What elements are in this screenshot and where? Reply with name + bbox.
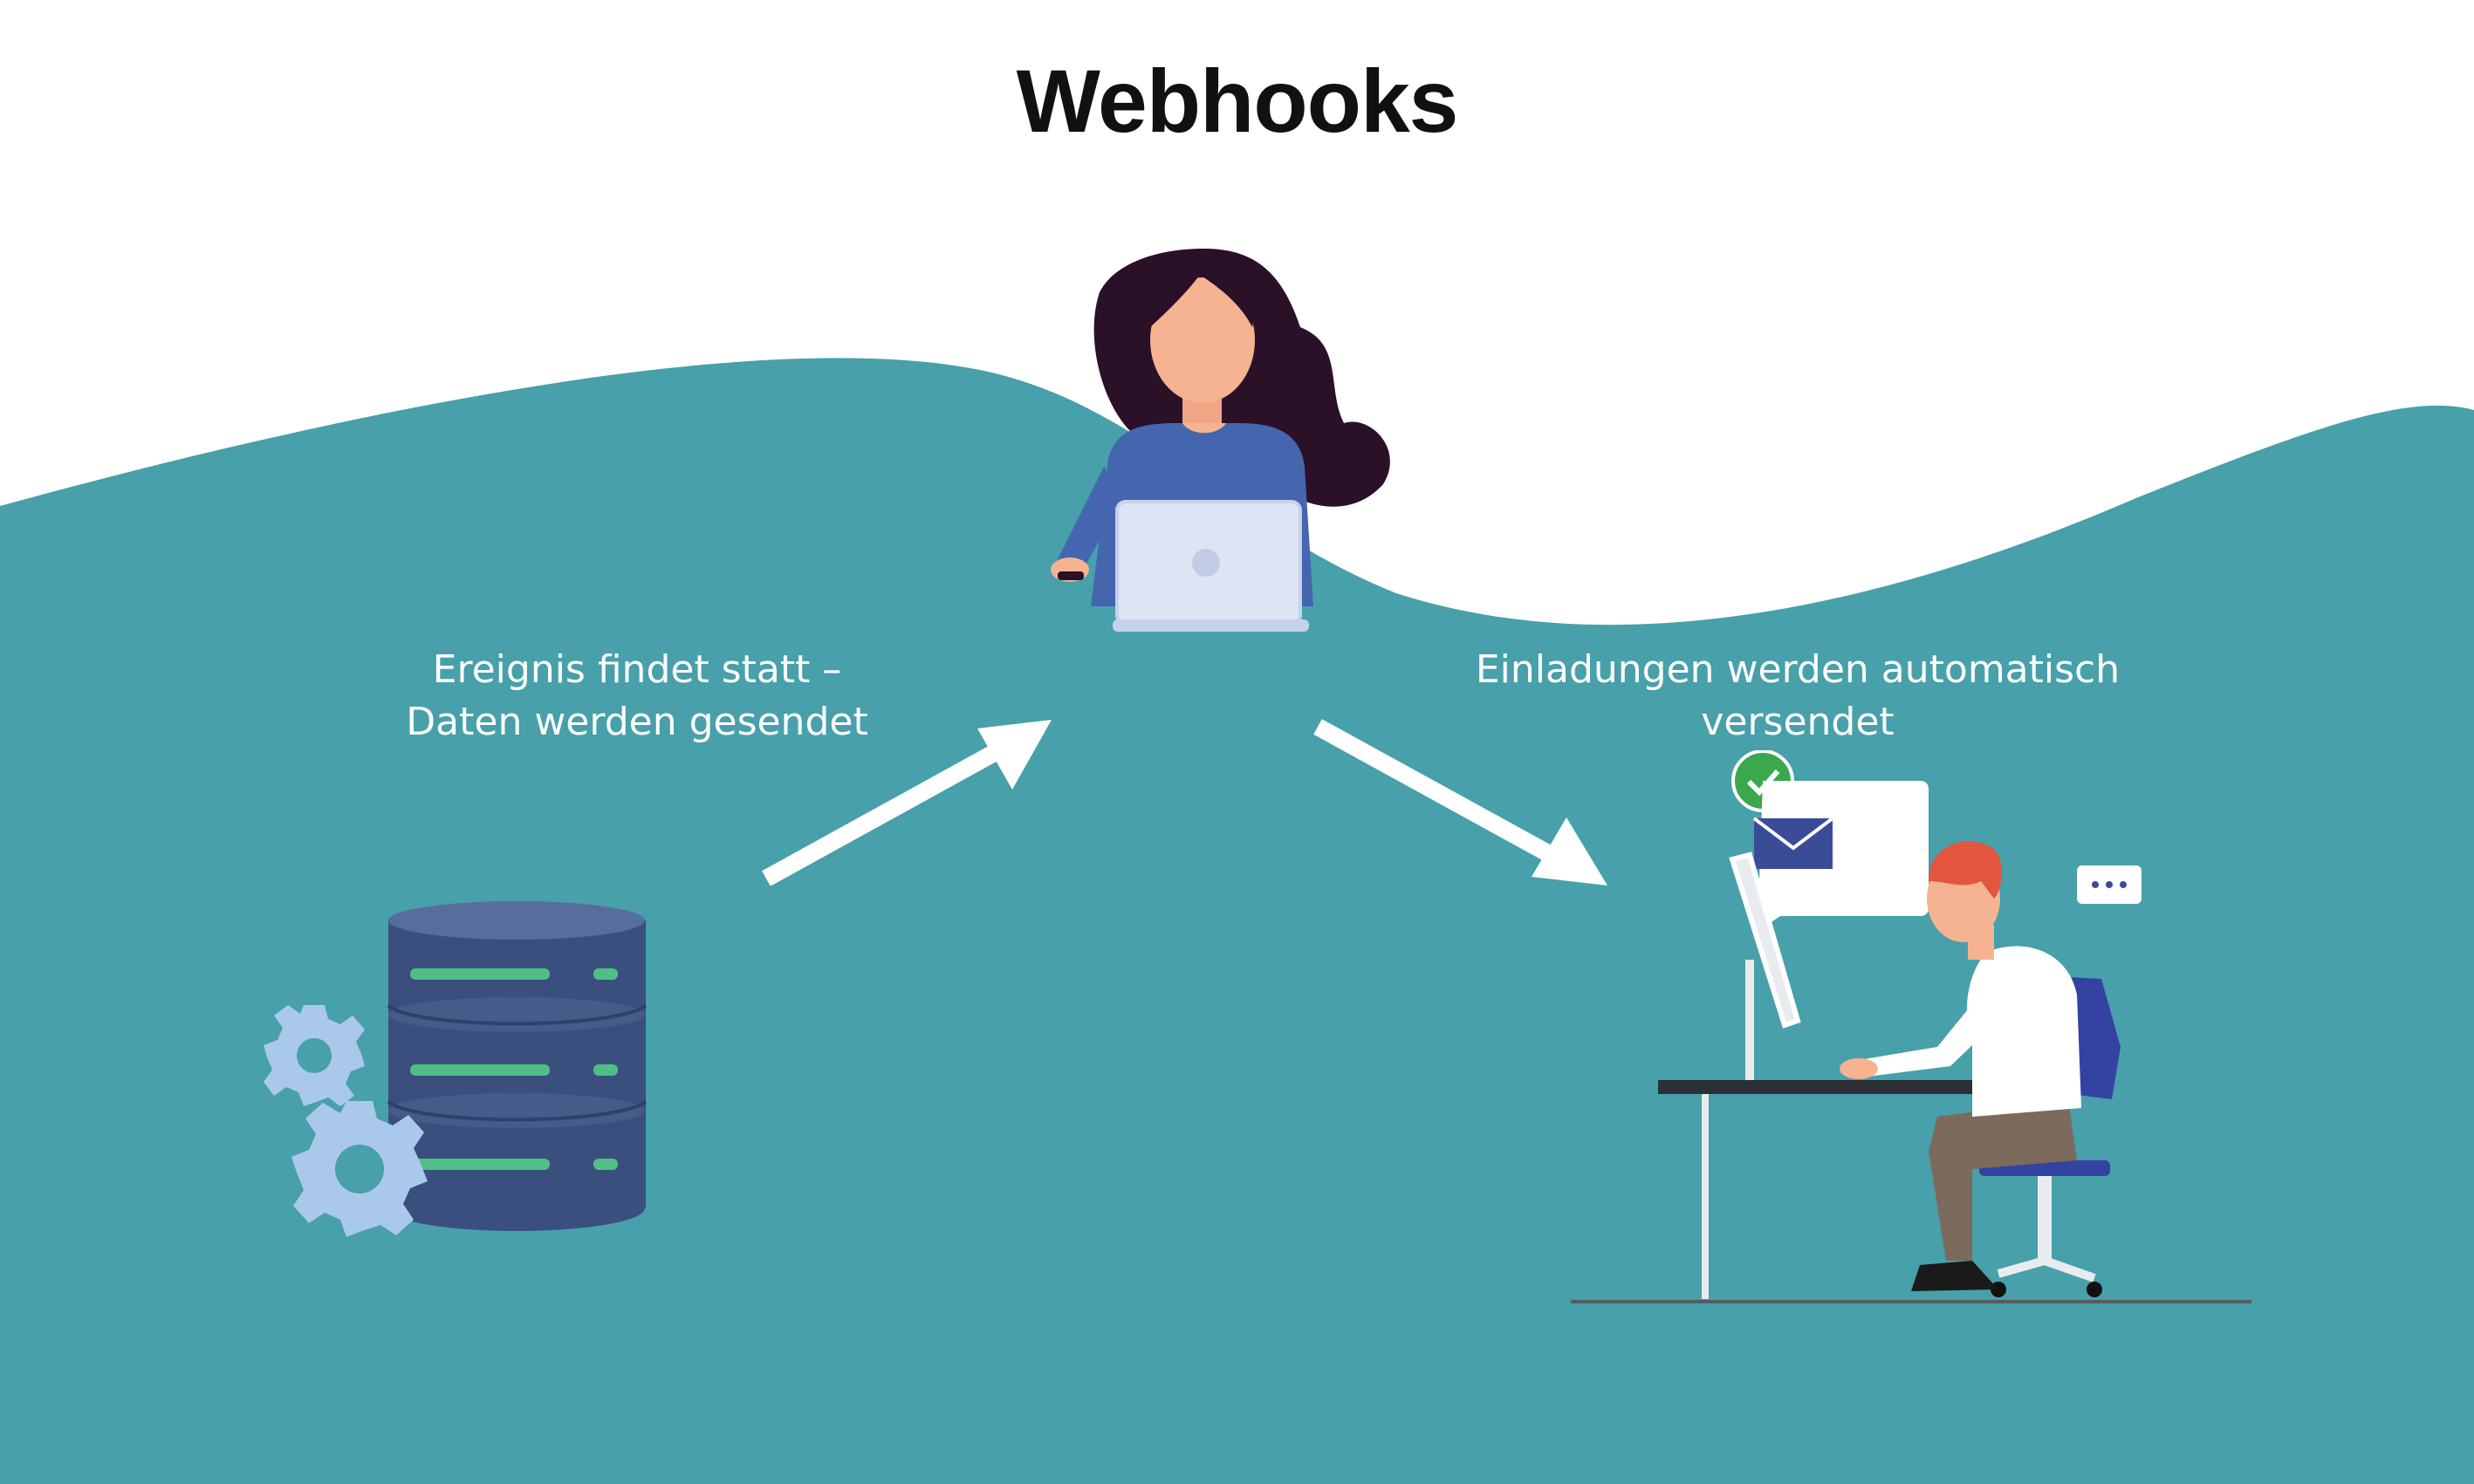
envelope-icon bbox=[1752, 817, 1834, 869]
caption-invitations-sent: Einladungen werden automatisch versendet bbox=[1431, 644, 2164, 749]
gear-icon bbox=[291, 1101, 428, 1237]
database-icon bbox=[264, 901, 648, 1237]
woman-with-laptop-icon bbox=[1051, 249, 1390, 632]
arrow-icon bbox=[1313, 719, 1607, 886]
caption-invite-line-2: versendet bbox=[1701, 700, 1895, 744]
caption-invite-line-1: Einladungen werden automatisch bbox=[1475, 647, 2121, 692]
arrow-icon bbox=[762, 720, 1052, 886]
caption-event-sent: Ereignis findet statt – Daten werden ges… bbox=[349, 644, 925, 749]
caption-event-line-2: Daten werden gesendet bbox=[406, 700, 868, 744]
caption-event-line-1: Ereignis findet statt – bbox=[432, 647, 842, 692]
man-at-desk-icon bbox=[1571, 750, 2251, 1303]
page-title: Webhooks bbox=[1016, 51, 1459, 151]
gear-icon bbox=[264, 1005, 365, 1106]
chat-bubble-icon bbox=[2077, 865, 2142, 904]
